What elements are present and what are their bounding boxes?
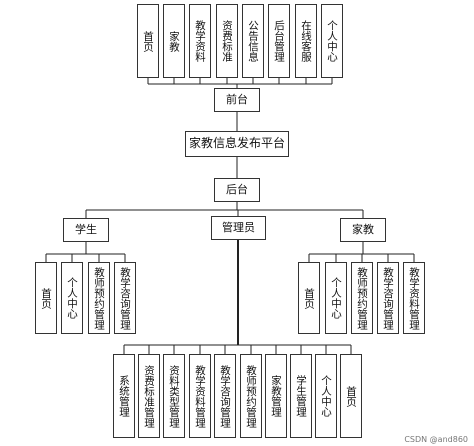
student-module-box: 个人中心	[61, 262, 83, 334]
front-module-label: 首页	[142, 30, 155, 52]
admin-module-label: 首页	[345, 385, 358, 407]
admin-module-label: 教师预约管理	[245, 364, 258, 428]
front-module-box: 在线客服	[295, 4, 317, 78]
tutor-module-label: 教学资料管理	[408, 266, 421, 330]
admin-module-label: 学生管理	[295, 375, 308, 417]
front-box: 前台	[214, 88, 260, 112]
admin-module-label: 资费标准管理	[143, 364, 156, 428]
front-label: 前台	[226, 92, 248, 106]
platform-title-box: 家教信息发布平台	[185, 131, 289, 157]
admin-role-box: 管理员	[211, 216, 266, 240]
front-module-label: 公告信息	[247, 20, 260, 62]
front-module-label: 家教	[168, 30, 181, 52]
admin-module-box: 系统管理	[113, 354, 135, 438]
admin-module-label: 家教管理	[270, 375, 283, 417]
admin-module-box: 教学资料管理	[189, 354, 211, 438]
front-module-label: 后台管理	[273, 20, 286, 62]
admin-module-box: 资料类型管理	[163, 354, 185, 438]
student-role-box: 学生	[63, 218, 109, 242]
back-box: 后台	[214, 178, 260, 202]
tutor-module-box: 教学资料管理	[403, 262, 425, 334]
front-module-box: 公告信息	[242, 4, 264, 78]
student-role-label: 学生	[75, 222, 97, 236]
tutor-module-box: 首页	[298, 262, 320, 334]
watermark-text: CSDN @and860	[404, 435, 468, 444]
admin-module-label: 个人中心	[320, 375, 333, 417]
front-module-box: 家教	[163, 4, 185, 78]
tutor-module-label: 首页	[303, 287, 316, 309]
student-module-box: 教学咨询管理	[114, 262, 136, 334]
admin-module-box: 首页	[340, 354, 362, 438]
front-module-label: 在线客服	[300, 20, 313, 62]
student-module-label: 教师预约管理	[93, 266, 106, 330]
front-module-label: 资费标准	[221, 20, 234, 62]
front-module-box: 教学资料	[189, 4, 211, 78]
admin-role-label: 管理员	[222, 220, 255, 234]
admin-module-box: 教学咨询管理	[214, 354, 236, 438]
front-module-label: 个人中心	[326, 20, 339, 62]
student-module-box: 教师预约管理	[88, 262, 110, 334]
admin-module-box: 学生管理	[290, 354, 312, 438]
tutor-module-box: 教学咨询管理	[377, 262, 399, 334]
tutor-module-label: 教师预约管理	[356, 266, 369, 330]
platform-title: 家教信息发布平台	[188, 136, 285, 151]
back-label: 后台	[226, 182, 248, 196]
admin-module-label: 教学咨询管理	[219, 364, 232, 428]
tutor-module-box: 个人中心	[325, 262, 347, 334]
tutor-module-label: 个人中心	[330, 277, 343, 319]
front-module-box: 首页	[137, 4, 159, 78]
front-module-box: 后台管理	[268, 4, 290, 78]
admin-module-label: 系统管理	[118, 375, 131, 417]
tutor-module-label: 教学咨询管理	[382, 266, 395, 330]
admin-module-box: 教师预约管理	[240, 354, 262, 438]
front-module-label: 教学资料	[194, 20, 207, 62]
tutor-module-box: 教师预约管理	[351, 262, 373, 334]
student-module-label: 教学咨询管理	[119, 266, 132, 330]
student-module-label: 个人中心	[66, 277, 79, 319]
tutor-role-label: 家教	[352, 222, 374, 236]
admin-module-box: 个人中心	[315, 354, 337, 438]
admin-module-box: 资费标准管理	[138, 354, 160, 438]
front-module-box: 个人中心	[321, 4, 343, 78]
admin-module-box: 家教管理	[265, 354, 287, 438]
admin-module-label: 教学资料管理	[194, 364, 207, 428]
tutor-role-box: 家教	[340, 218, 386, 242]
student-module-label: 首页	[40, 287, 53, 309]
front-module-box: 资费标准	[216, 4, 238, 78]
admin-module-label: 资料类型管理	[168, 364, 181, 428]
student-module-box: 首页	[35, 262, 57, 334]
